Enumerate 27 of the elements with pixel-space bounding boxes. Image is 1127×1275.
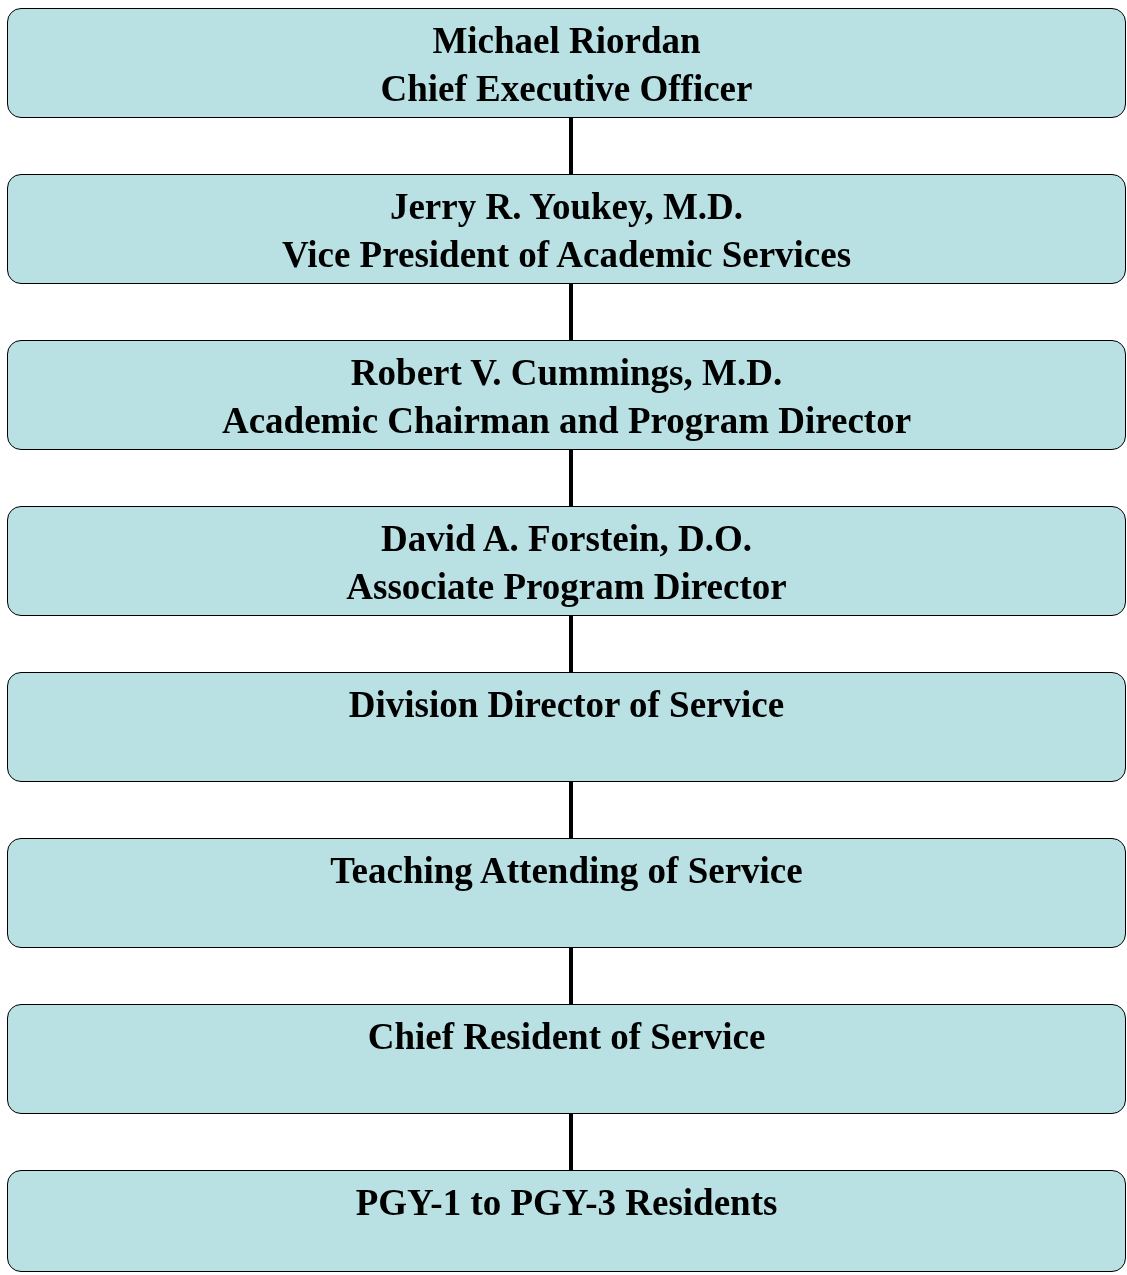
role-title: Division Director of Service bbox=[348, 683, 785, 727]
role-title: Associate Program Director bbox=[346, 565, 787, 609]
org-box bbox=[7, 838, 1126, 948]
connector-line bbox=[569, 616, 573, 672]
role-title: Chief Resident of Service bbox=[367, 1015, 766, 1059]
org-box bbox=[7, 174, 1126, 284]
connector-line bbox=[569, 284, 573, 340]
connector-line bbox=[569, 1114, 573, 1170]
person-name: David A. Forstein, D.O. bbox=[381, 517, 752, 561]
org-box bbox=[7, 8, 1126, 118]
connector-line bbox=[569, 782, 573, 838]
person-name: Jerry R. Youkey, M.D. bbox=[389, 185, 744, 229]
connector-line bbox=[569, 118, 573, 174]
connector-line bbox=[569, 450, 573, 506]
connector-line bbox=[569, 948, 573, 1004]
role-title: PGY-1 to PGY-3 Residents bbox=[355, 1181, 778, 1225]
role-title: Chief Executive Officer bbox=[380, 67, 753, 111]
role-title: Academic Chairman and Program Director bbox=[221, 399, 912, 443]
org-box bbox=[7, 1004, 1126, 1114]
org-box bbox=[7, 1170, 1126, 1272]
person-name: Michael Riordan bbox=[432, 19, 701, 63]
person-name: Robert V. Cummings, M.D. bbox=[350, 351, 783, 395]
org-box bbox=[7, 672, 1126, 782]
org-box bbox=[7, 506, 1126, 616]
role-title: Vice President of Academic Services bbox=[281, 233, 852, 277]
role-title: Teaching Attending of Service bbox=[330, 849, 803, 893]
org-box bbox=[7, 340, 1126, 450]
